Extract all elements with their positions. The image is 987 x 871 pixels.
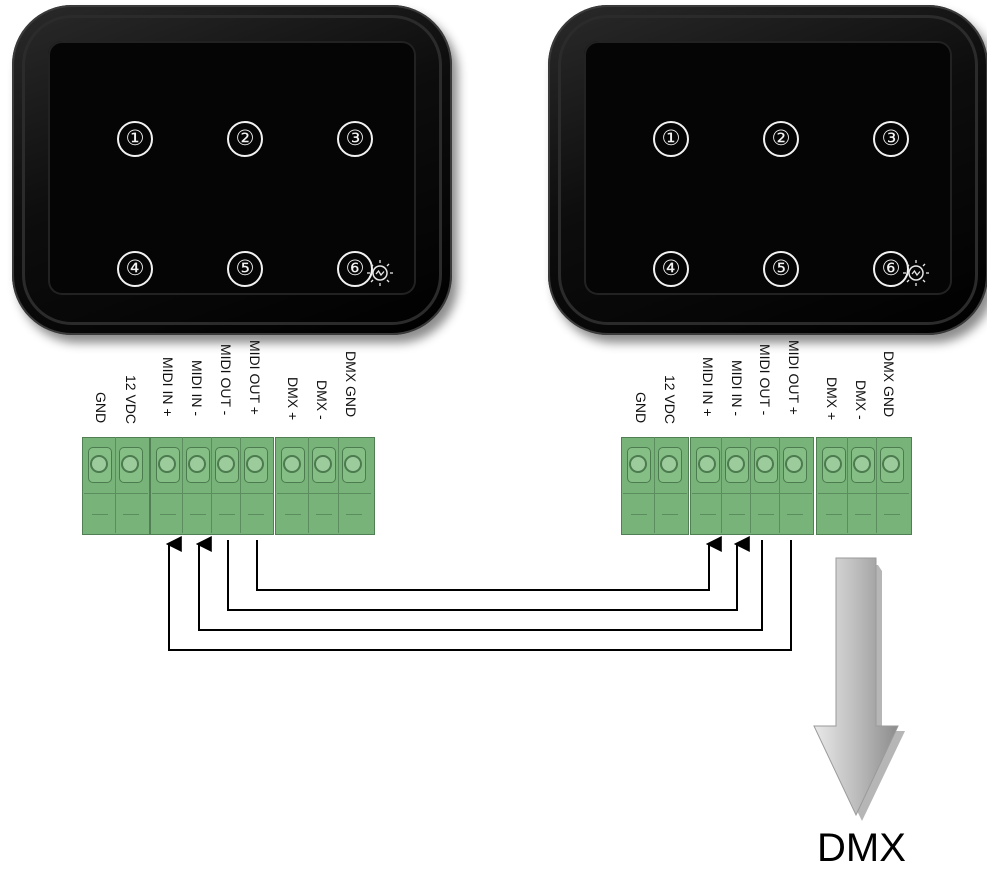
terminal-label-midi-out-minus: MIDI OUT - bbox=[218, 344, 234, 416]
scene-button-4[interactable]: ④ bbox=[653, 251, 689, 287]
terminal-label-dmx-plus: DMX + bbox=[824, 377, 840, 421]
terminal-midi-in-minus[interactable] bbox=[721, 437, 754, 533]
terminal-label-12vdc: 12 VDC bbox=[662, 375, 678, 425]
terminal-dmx-minus[interactable] bbox=[308, 437, 341, 533]
scene-button-6[interactable]: ⑥ bbox=[873, 251, 909, 287]
scene-button-5[interactable]: ⑤ bbox=[763, 251, 799, 287]
terminal-dmx-minus[interactable] bbox=[847, 437, 880, 533]
terminal-midi-out-plus[interactable] bbox=[240, 437, 273, 533]
terminal-label-dmx-minus: DMX - bbox=[853, 380, 869, 420]
terminal-dmx-gnd[interactable] bbox=[338, 437, 371, 533]
dmx-output-label: DMX bbox=[817, 826, 906, 870]
scene-button-2[interactable]: ② bbox=[763, 121, 799, 157]
terminal-midi-out-minus[interactable] bbox=[750, 437, 783, 533]
touch-panel-left: ① ② ③ ④ ⑤ ⑥ bbox=[12, 5, 452, 335]
terminal-dmx-gnd[interactable] bbox=[876, 437, 909, 533]
terminal-label-midi-out-plus: MIDI OUT + bbox=[786, 340, 802, 415]
terminal-midi-out-minus[interactable] bbox=[211, 437, 244, 533]
touch-panel-right: ① ② ③ ④ ⑤ ⑥ bbox=[548, 5, 987, 335]
scene-button-3[interactable]: ③ bbox=[873, 121, 909, 157]
terminal-label-midi-out-plus: MIDI OUT + bbox=[247, 340, 263, 415]
terminal-midi-in-plus[interactable] bbox=[692, 437, 725, 533]
terminal-dmx-plus[interactable] bbox=[818, 437, 851, 533]
terminal-dmx-plus[interactable] bbox=[277, 437, 310, 533]
terminal-label-gnd: GND bbox=[633, 392, 649, 424]
terminal-label-midi-in-plus: MIDI IN + bbox=[700, 357, 716, 417]
wire-right-out-minus-to-left-in-minus bbox=[195, 536, 763, 631]
arrow-down-icon bbox=[813, 557, 905, 821]
terminal-label-dmx-gnd: DMX GND bbox=[343, 351, 359, 418]
terminal-label-dmx-plus: DMX + bbox=[285, 377, 301, 421]
sun-icon bbox=[367, 260, 393, 286]
wire-out-minus-to-in-minus bbox=[227, 536, 750, 611]
terminal-label-12vdc: 12 VDC bbox=[123, 375, 139, 425]
panel-face: ① ② ③ ④ ⑤ ⑥ bbox=[48, 41, 416, 295]
terminal-gnd[interactable] bbox=[623, 437, 656, 533]
terminal-midi-in-minus[interactable] bbox=[182, 437, 215, 533]
terminal-label-midi-in-minus: MIDI IN - bbox=[729, 360, 745, 416]
terminal-12vdc[interactable] bbox=[115, 437, 148, 533]
wire-right-out-plus-to-left-in-plus bbox=[165, 536, 792, 651]
terminal-label-gnd: GND bbox=[93, 392, 109, 424]
terminal-gnd[interactable] bbox=[84, 437, 117, 533]
scene-button-6[interactable]: ⑥ bbox=[337, 251, 373, 287]
terminal-label-midi-in-minus: MIDI IN - bbox=[189, 360, 205, 416]
terminal-12vdc[interactable] bbox=[654, 437, 687, 533]
terminal-label-midi-out-minus: MIDI OUT - bbox=[757, 344, 773, 416]
scene-button-4[interactable]: ④ bbox=[117, 251, 153, 287]
scene-button-5[interactable]: ⑤ bbox=[227, 251, 263, 287]
terminal-midi-out-plus[interactable] bbox=[779, 437, 812, 533]
wire-out-plus-to-in-plus bbox=[256, 536, 722, 591]
panel-face: ① ② ③ ④ ⑤ ⑥ bbox=[584, 41, 952, 295]
scene-button-2[interactable]: ② bbox=[227, 121, 263, 157]
terminal-midi-in-plus[interactable] bbox=[152, 437, 185, 533]
scene-button-1[interactable]: ① bbox=[653, 121, 689, 157]
terminal-label-dmx-minus: DMX - bbox=[314, 380, 330, 420]
terminal-label-midi-in-plus: MIDI IN + bbox=[160, 357, 176, 417]
scene-button-1[interactable]: ① bbox=[117, 121, 153, 157]
terminal-label-dmx-gnd: DMX GND bbox=[881, 351, 897, 418]
sun-icon bbox=[903, 260, 929, 286]
scene-button-3[interactable]: ③ bbox=[337, 121, 373, 157]
